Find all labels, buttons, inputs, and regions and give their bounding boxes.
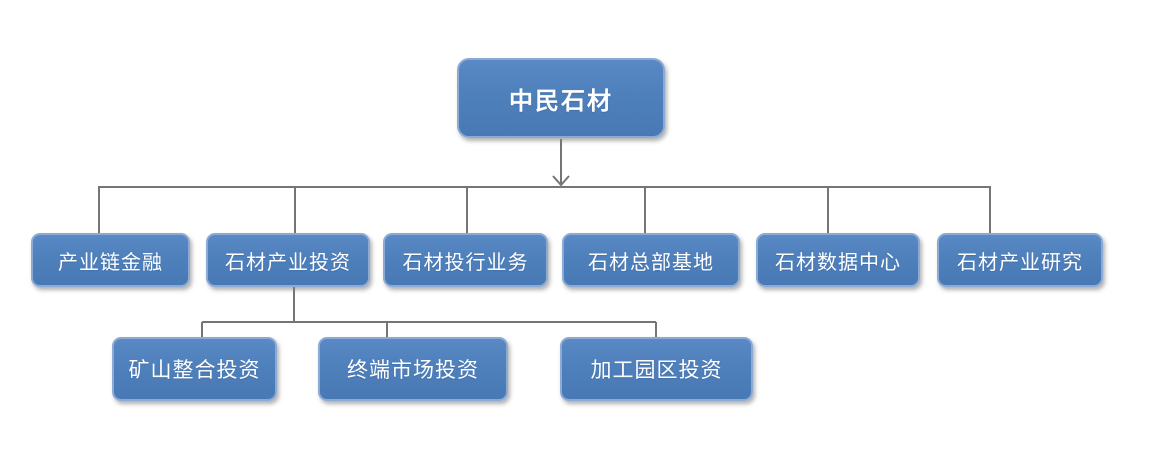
node-mine-integration-investment: 矿山整合投资 (112, 337, 277, 401)
node-terminal-market-investment: 终端市场投资 (318, 337, 508, 401)
node-label: 石材总部基地 (588, 251, 714, 274)
node-stone-headquarters-base: 石材总部基地 (562, 233, 740, 287)
node-label: 石材产业研究 (957, 251, 1083, 274)
node-stone-industry-investment: 石材产业投资 (206, 233, 370, 287)
node-processing-park-investment: 加工园区投资 (560, 337, 753, 401)
node-label: 矿山整合投资 (128, 359, 261, 382)
node-stone-data-center: 石材数据中心 (756, 233, 920, 287)
node-zhongmin-stone-root: 中民石材 (457, 58, 665, 138)
connector-level2-bus (98, 186, 991, 234)
node-stone-investment-banking: 石材投行业务 (383, 233, 548, 287)
node-label: 石材数据中心 (775, 251, 901, 274)
node-label: 加工园区投资 (590, 359, 723, 382)
node-industry-chain-finance: 产业链金融 (31, 233, 190, 287)
node-label: 终端市场投资 (347, 359, 479, 382)
node-label: 中民石材 (509, 87, 613, 115)
node-label: 产业链金融 (58, 251, 163, 274)
connector-root-arrow (552, 139, 570, 187)
node-stone-industry-research: 石材产业研究 (937, 233, 1103, 287)
connector-level3-bus (201, 287, 657, 338)
node-label: 石材投行业务 (402, 251, 529, 274)
node-label: 石材产业投资 (225, 251, 351, 274)
